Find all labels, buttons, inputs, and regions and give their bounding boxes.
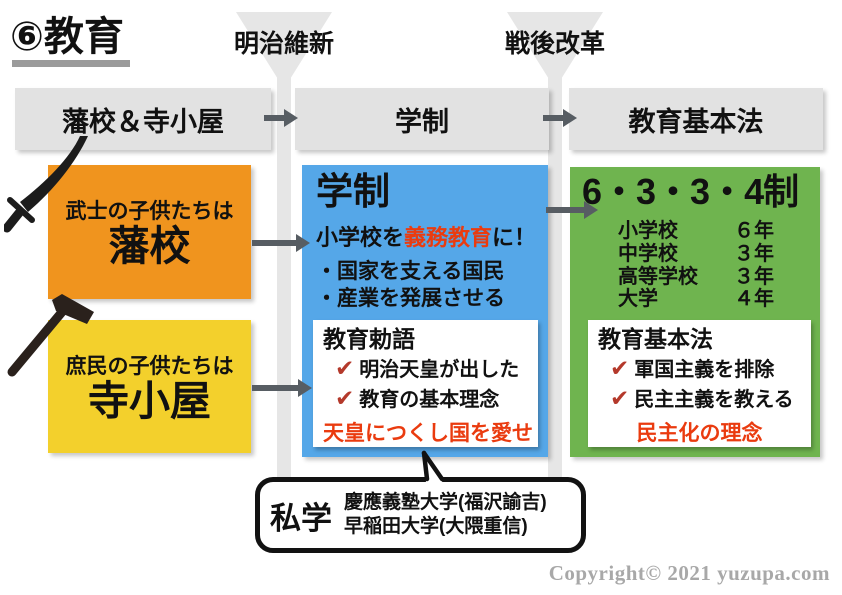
row-junior-high-label: 中学校 bbox=[618, 242, 678, 265]
chokugo-check-2: ✔教育の基本理念 bbox=[323, 384, 528, 414]
samurai-box-line1: 武士の子供たちは bbox=[65, 200, 234, 224]
row-university-label: 大学 bbox=[618, 288, 658, 311]
gakusei-point-2: ・産業を発展させる bbox=[316, 287, 505, 311]
check-icon: ✔ bbox=[335, 384, 355, 411]
title-underline bbox=[12, 60, 130, 67]
commoner-box-line2: 寺小屋 bbox=[88, 377, 211, 424]
commoner-terakoya-box: 庶民の子供たちは 寺小屋 bbox=[48, 320, 251, 453]
arrow-hanko-to-gakusei-header bbox=[264, 109, 298, 127]
private-schools-list: 慶應義塾大学(福沢諭吉) 早稲田大学(大隈重信) bbox=[344, 491, 547, 539]
header-box-kyoiku-kihonho: 教育基本法 bbox=[569, 88, 823, 150]
kyoiku-kihonho-card: 教育基本法 ✔軍国主義を排除 ✔民主主義を教える 民主化の理念 bbox=[588, 320, 811, 447]
row-elementary-label: 小学校 bbox=[618, 220, 678, 243]
kihonho-check-1: ✔軍国主義を排除 bbox=[598, 354, 801, 384]
timeline-band-meiji bbox=[277, 74, 291, 480]
kyoiku-chokugo-card: 教育勅語 ✔明治天皇が出した ✔教育の基本理念 天皇につくし国を愛せ bbox=[313, 320, 538, 447]
check-icon: ✔ bbox=[610, 384, 630, 411]
school-waseda: 早稲田大学(大隈重信) bbox=[344, 516, 528, 537]
timeline-band-postwar bbox=[548, 74, 562, 480]
check-icon: ✔ bbox=[335, 354, 355, 381]
school-keio: 慶應義塾大学(福沢諭吉) bbox=[344, 492, 547, 514]
gakusei-point-1: ・国家を支える国民 bbox=[316, 259, 505, 283]
gakusei-box-title: 学制 bbox=[316, 171, 390, 212]
arrow-gakusei-to-kihonho-header bbox=[543, 109, 577, 127]
school-years-table: 小学校 ６年 中学校 ３年 高等学校 ３年 大学 ４年 bbox=[618, 220, 808, 310]
private-schools-bubble: 私学 慶應義塾大学(福沢諭吉) 早稲田大学(大隈重信) bbox=[255, 477, 586, 553]
era-label-meiji-restoration: 明治維新 bbox=[233, 30, 334, 58]
lead-post: に！ bbox=[492, 224, 537, 250]
row-high-school-years: ３年 bbox=[734, 265, 774, 288]
arrow-samurai-to-gakusei bbox=[252, 234, 310, 252]
row-elementary-years: ６年 bbox=[734, 220, 774, 243]
bubble-tail bbox=[421, 450, 445, 483]
private-schools-label: 私学 bbox=[270, 500, 332, 536]
header-box-gakusei: 学制 bbox=[295, 88, 549, 150]
check-icon: ✔ bbox=[610, 354, 630, 381]
commoner-box-line1: 庶民の子供たちは bbox=[65, 354, 234, 378]
row-high-school-label: 高等学校 bbox=[618, 265, 698, 288]
gakusei-lead: 小学校を義務教育に！ bbox=[316, 220, 537, 252]
samurai-box-line2: 藩校 bbox=[108, 223, 191, 270]
row-junior-high-years: ３年 bbox=[734, 242, 774, 265]
page-title: ⑥教育 bbox=[10, 15, 124, 59]
chokugo-check-1: ✔明治天皇が出した bbox=[323, 354, 528, 384]
era-label-postwar-reform: 戦後改革 bbox=[504, 30, 605, 58]
postwar-box-title: 6・3・3・4制 bbox=[582, 171, 799, 212]
chokugo-note: 天皇につくし国を愛せ bbox=[323, 421, 533, 445]
arrow-commoner-to-chokugo bbox=[252, 379, 312, 397]
copyright-text: Copyright© 2021 yuzupa.com bbox=[548, 561, 830, 585]
kihonho-note: 民主化の理念 bbox=[636, 421, 763, 445]
lead-pre: 小学校を bbox=[316, 224, 405, 250]
katana-icon bbox=[4, 136, 88, 233]
row-university-years: ４年 bbox=[734, 288, 774, 311]
header-box-hanko-terakoya: 藩校＆寺小屋 bbox=[15, 88, 271, 150]
lead-highlight-compulsory-education: 義務教育 bbox=[404, 224, 493, 250]
chokugo-title: 教育勅語 bbox=[323, 326, 415, 352]
samurai-hanko-box: 武士の子供たちは 藩校 bbox=[48, 165, 251, 299]
hoe-icon bbox=[7, 294, 94, 377]
kihonho-title: 教育基本法 bbox=[598, 326, 713, 352]
arrow-gakusei-to-6334 bbox=[546, 201, 598, 219]
kihonho-check-2: ✔民主主義を教える bbox=[598, 384, 801, 414]
